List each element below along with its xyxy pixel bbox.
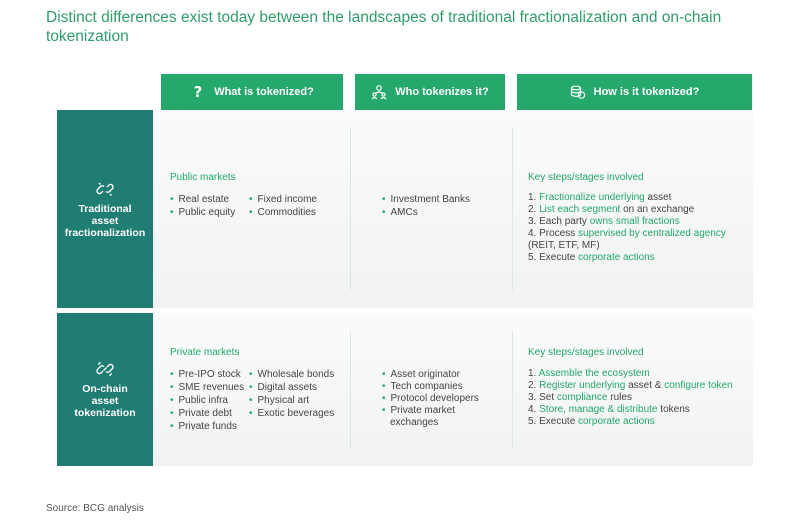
page-title: Distinct differences exist today between…	[46, 9, 722, 45]
svg-text:?: ?	[194, 84, 203, 100]
step-text: 4.	[528, 404, 540, 415]
tokenizers-list-onchain: Asset originator Tech companies Protocol…	[382, 369, 502, 429]
link-icon	[96, 182, 114, 196]
step-text: on an exchange	[620, 204, 695, 215]
row-label-text: Traditional asset fractionalization	[64, 202, 146, 239]
source-text: BCG analysis	[83, 503, 144, 514]
step-highlight: configure token	[664, 380, 733, 391]
step-item: 2. Register underlying asset & configure…	[528, 380, 743, 392]
step-highlight: compliance	[556, 392, 608, 403]
step-item: 1. Fractionalize underlying asset	[528, 192, 738, 204]
header-how-is-it-tokenized: How is it tokenized?	[517, 74, 752, 118]
step-item: 3. Each party owns small fractions	[528, 216, 738, 228]
list-item: Asset originator	[382, 369, 502, 381]
public-markets-list-1: Real estate Public equity	[170, 193, 236, 219]
list-item: Wholesale bonds	[249, 368, 335, 381]
step-item: 5. Execute corporate actions	[528, 416, 743, 428]
list-item: Physical art	[249, 394, 334, 407]
step-highlight: List each segment	[539, 204, 621, 215]
key-steps-heading: Key steps/stages involved	[528, 347, 644, 358]
list-item: Tech companies	[382, 381, 502, 393]
column-divider	[512, 128, 513, 290]
step-text: 1.	[528, 192, 540, 203]
step-text: 2.	[528, 204, 540, 215]
step-text: 5. Execute	[528, 252, 579, 263]
header-who-tokenizes: Who tokenizes it?	[355, 74, 505, 118]
list-item: Commodities	[249, 206, 317, 219]
step-text: 3. Set	[528, 392, 557, 403]
step-item: 1. Assemble the ecosystem	[528, 368, 743, 380]
key-steps-heading: Key steps/stages involved	[528, 172, 644, 183]
step-item: 4. Store, manage & distribute tokens	[528, 404, 743, 416]
step-item: 5. Execute corporate actions	[528, 252, 738, 264]
step-text: rules	[607, 392, 632, 403]
source-note: Source: BCG analysis	[46, 503, 144, 514]
step-text: asset &	[625, 380, 665, 391]
list-item: Real estate	[170, 193, 235, 206]
step-text: 2.	[528, 380, 540, 391]
list-item: SME revenues	[170, 381, 245, 394]
list-item: AMCs	[382, 206, 470, 219]
step-text: 1.	[528, 368, 539, 379]
private-markets-heading: Private markets	[170, 347, 240, 358]
list-item: Public infra	[170, 394, 244, 407]
column-divider	[512, 331, 513, 448]
step-item: 4. Process supervised by centralized age…	[528, 228, 738, 252]
step-text: 5. Execute	[528, 416, 579, 427]
step-highlight: corporate actions	[578, 416, 655, 427]
step-highlight: supervised by centralized agency	[578, 228, 726, 239]
question-icon: ?	[194, 84, 203, 100]
list-item: Private funds	[170, 420, 244, 433]
row-label-text: On-chain asset tokenization	[74, 383, 136, 419]
list-item: Investment Banks	[382, 193, 470, 206]
public-markets-heading: Public markets	[170, 172, 236, 183]
public-markets-list-2: Fixed income Commodities	[249, 193, 317, 219]
step-text: tokens	[657, 404, 690, 415]
step-text: asset	[644, 192, 672, 203]
list-item: Public equity	[170, 206, 236, 219]
row-label-onchain: On-chain asset tokenization	[57, 313, 153, 466]
list-item: Exotic beverages	[249, 407, 335, 420]
chain-link-icon	[96, 362, 114, 376]
tokenizers-list-traditional: Investment Banks AMCs	[382, 193, 470, 219]
header-what-is-tokenized: ? What is tokenized?	[161, 74, 343, 118]
step-highlight: Assemble the ecosystem	[538, 368, 650, 379]
column-divider	[350, 331, 351, 448]
header-label: What is tokenized?	[214, 86, 314, 98]
list-item: Pre-IPO stock	[170, 368, 244, 381]
private-markets-list-1: Pre-IPO stock SME revenues Public infra …	[170, 368, 245, 433]
list-item: Digital assets	[249, 381, 334, 394]
step-text: 3. Each party	[528, 216, 590, 227]
step-text: (REIT, ETF, MF)	[528, 240, 600, 251]
step-highlight: owns small fractions	[589, 216, 680, 227]
private-markets-list-2: Wholesale bonds Digital assets Physical …	[249, 368, 335, 420]
list-item: Private debt	[170, 407, 244, 420]
list-item: Protocol developers	[382, 393, 502, 405]
list-item: Private market exchanges	[382, 405, 502, 429]
step-highlight: Register underlying	[539, 380, 626, 391]
step-item: 3. Set compliance rules	[528, 392, 743, 404]
list-item: Fixed income	[249, 193, 317, 206]
step-highlight: Fractionalize underlying	[539, 192, 645, 203]
people-icon	[371, 85, 387, 100]
column-divider	[350, 128, 351, 290]
step-highlight: Store, manage & distribute	[539, 404, 658, 415]
header-label: Who tokenizes it?	[395, 86, 489, 98]
source-label: Source:	[46, 503, 81, 514]
header-label: How is it tokenized?	[593, 86, 700, 98]
step-text: 4. Process	[528, 228, 579, 239]
step-item: 2. List each segment on an exchange	[528, 204, 738, 216]
coins-icon	[570, 85, 585, 99]
step-highlight: corporate actions	[578, 252, 655, 263]
row-label-traditional: Traditional asset fractionalization	[57, 110, 153, 308]
